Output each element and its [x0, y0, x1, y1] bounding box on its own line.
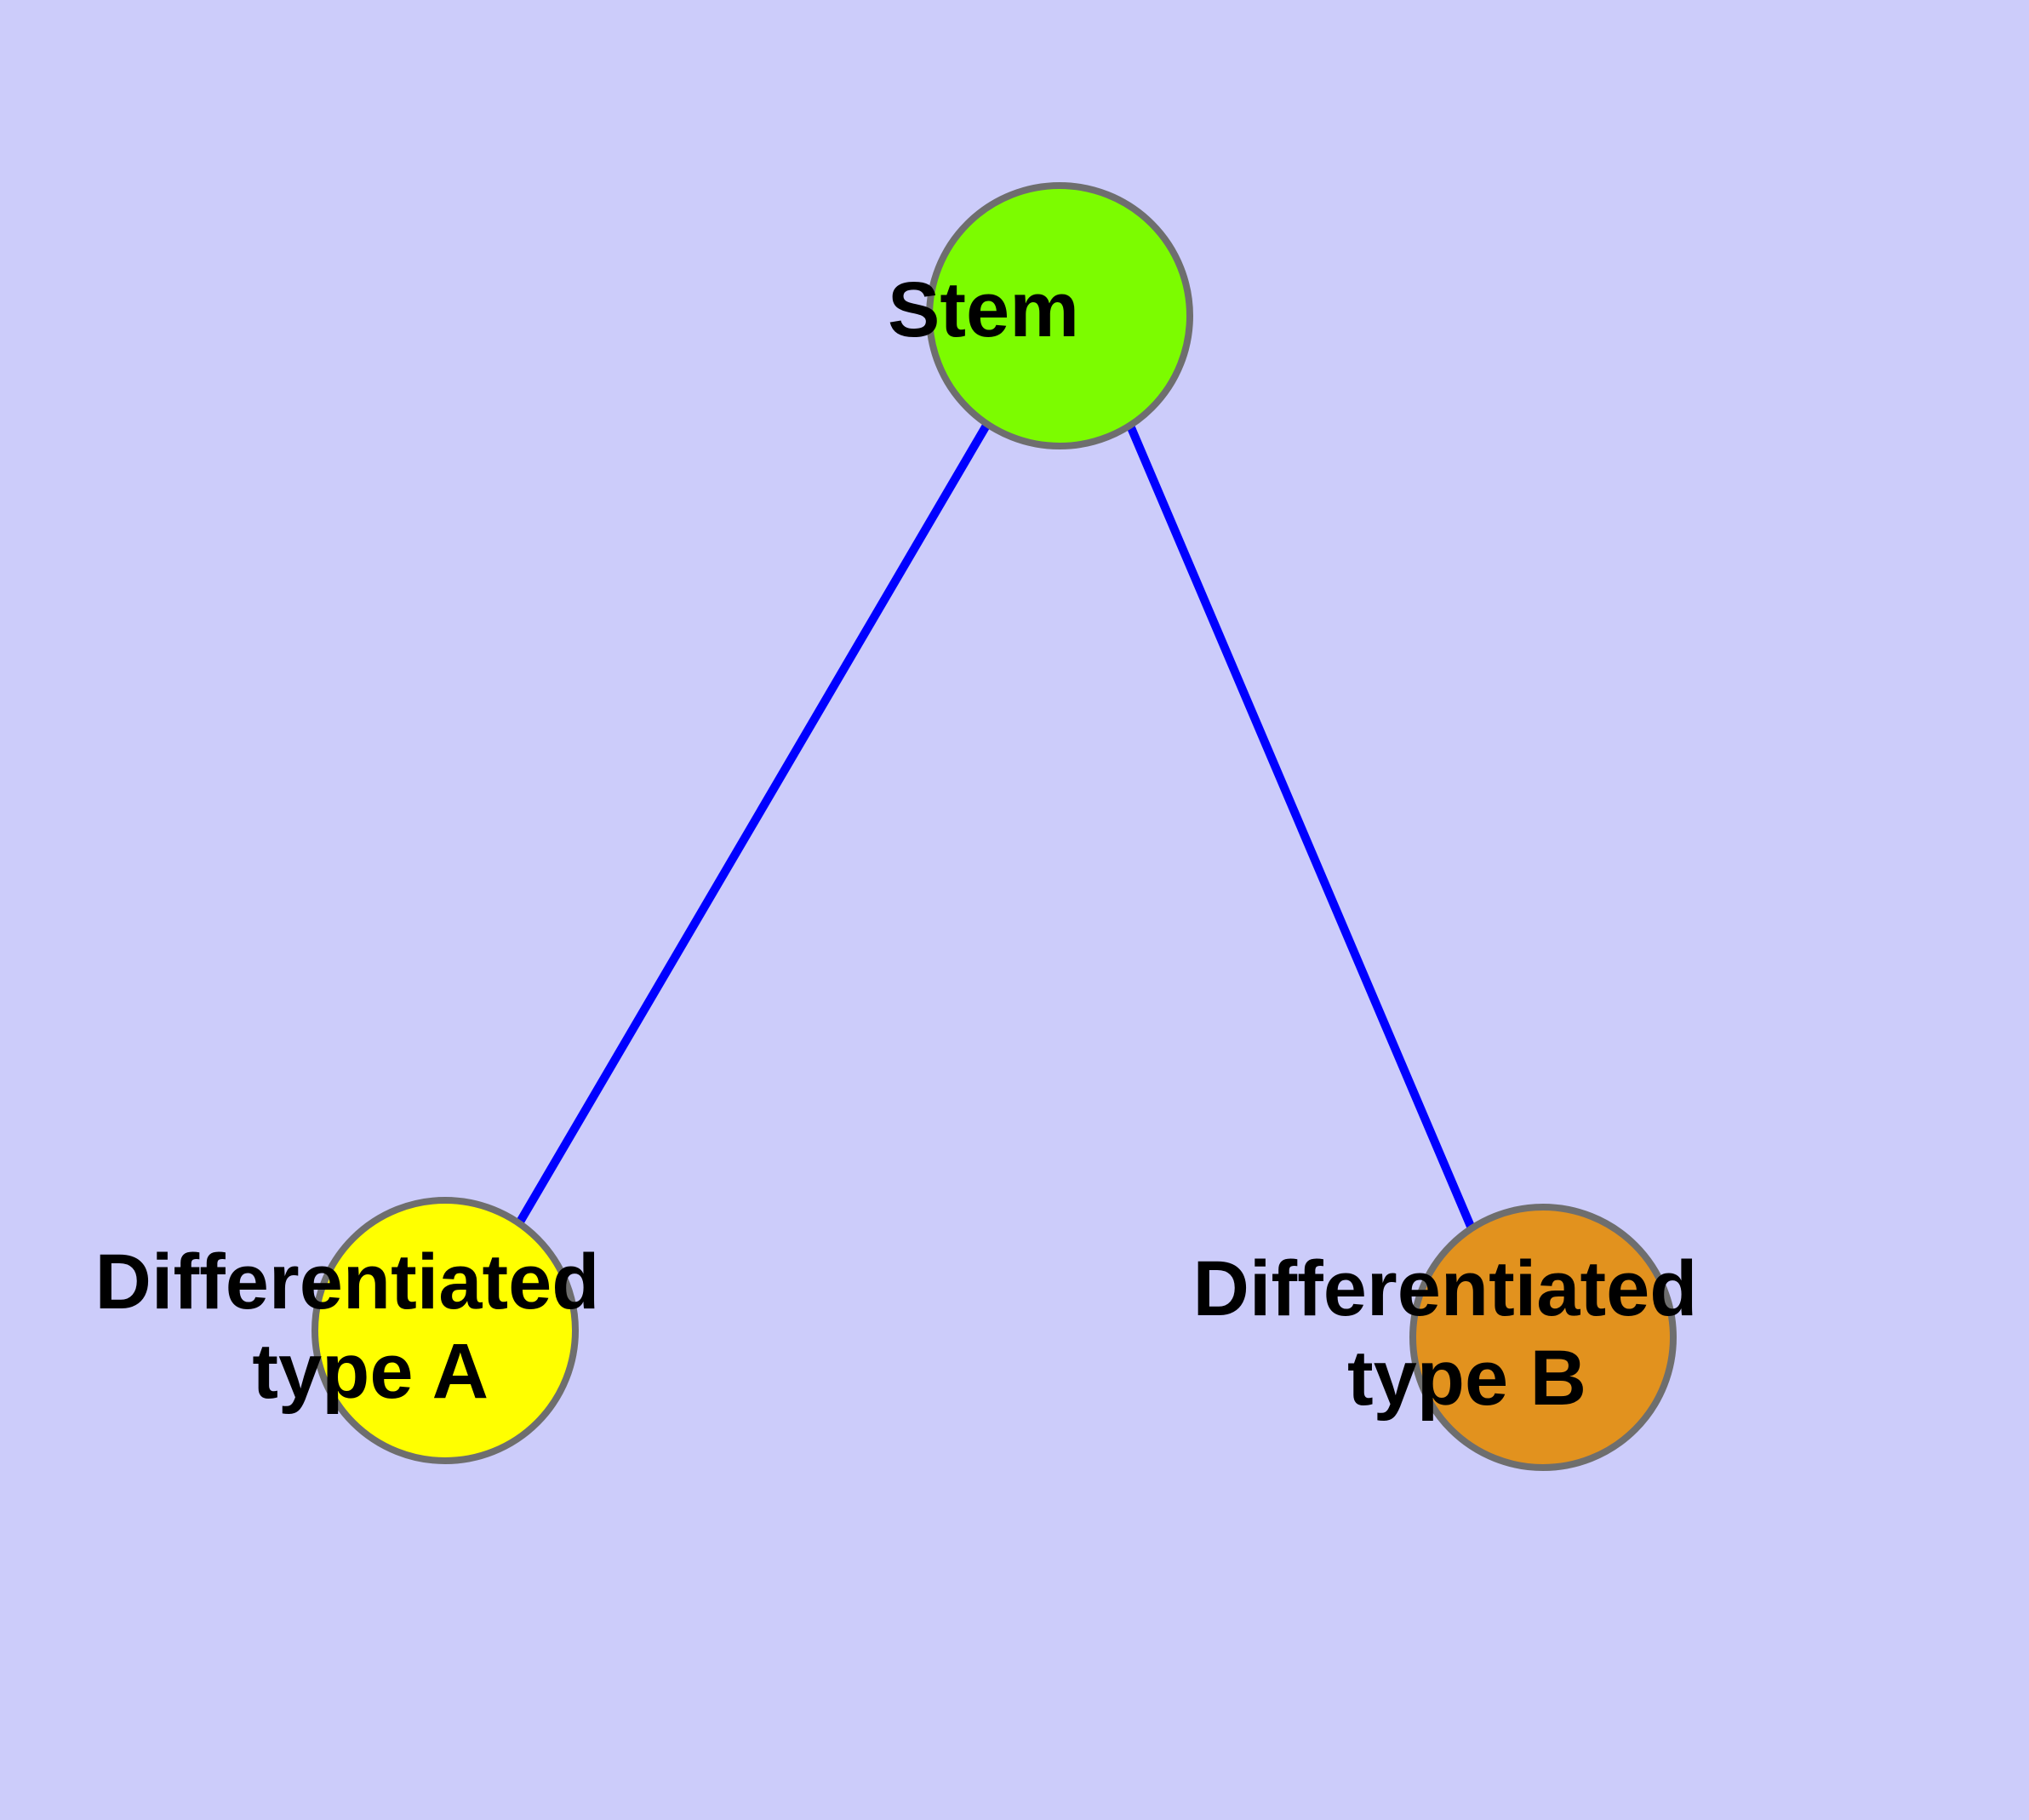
edge-stem-to-differentiated-type-b[interactable] — [1126, 424, 1476, 1230]
node-differentiated-type-b[interactable] — [1409, 1204, 1677, 1471]
node-differentiated-type-a[interactable] — [311, 1197, 579, 1464]
label-layer: Stem Differentiated type A Differentiate… — [94, 266, 1893, 1422]
node-differentiated-type-a-label-line-1: Differentiated — [94, 1239, 599, 1325]
node-differentiated-type-a-label: Differentiated type A — [94, 1239, 795, 1415]
node-differentiated-type-b-circle[interactable] — [1409, 1204, 1677, 1471]
edge-stem-to-differentiated-type-a[interactable] — [515, 421, 992, 1226]
node-differentiated-type-b-label: Differentiated type B — [1192, 1245, 1893, 1422]
node-differentiated-type-a-label-line-2: type A — [252, 1328, 487, 1415]
node-stem-label: Stem — [888, 266, 1232, 353]
node-differentiated-type-a-circle[interactable] — [311, 1197, 579, 1464]
node-differentiated-type-b-label-line-2: type B — [1347, 1335, 1586, 1422]
node-stem[interactable] — [926, 182, 1193, 449]
node-stem-label-line-1: Stem — [888, 266, 1079, 353]
node-differentiated-type-b-label-line-1: Differentiated — [1192, 1245, 1697, 1332]
edge-layer — [515, 421, 1476, 1230]
node-stem-circle[interactable] — [926, 182, 1193, 449]
node-layer — [311, 182, 1677, 1471]
